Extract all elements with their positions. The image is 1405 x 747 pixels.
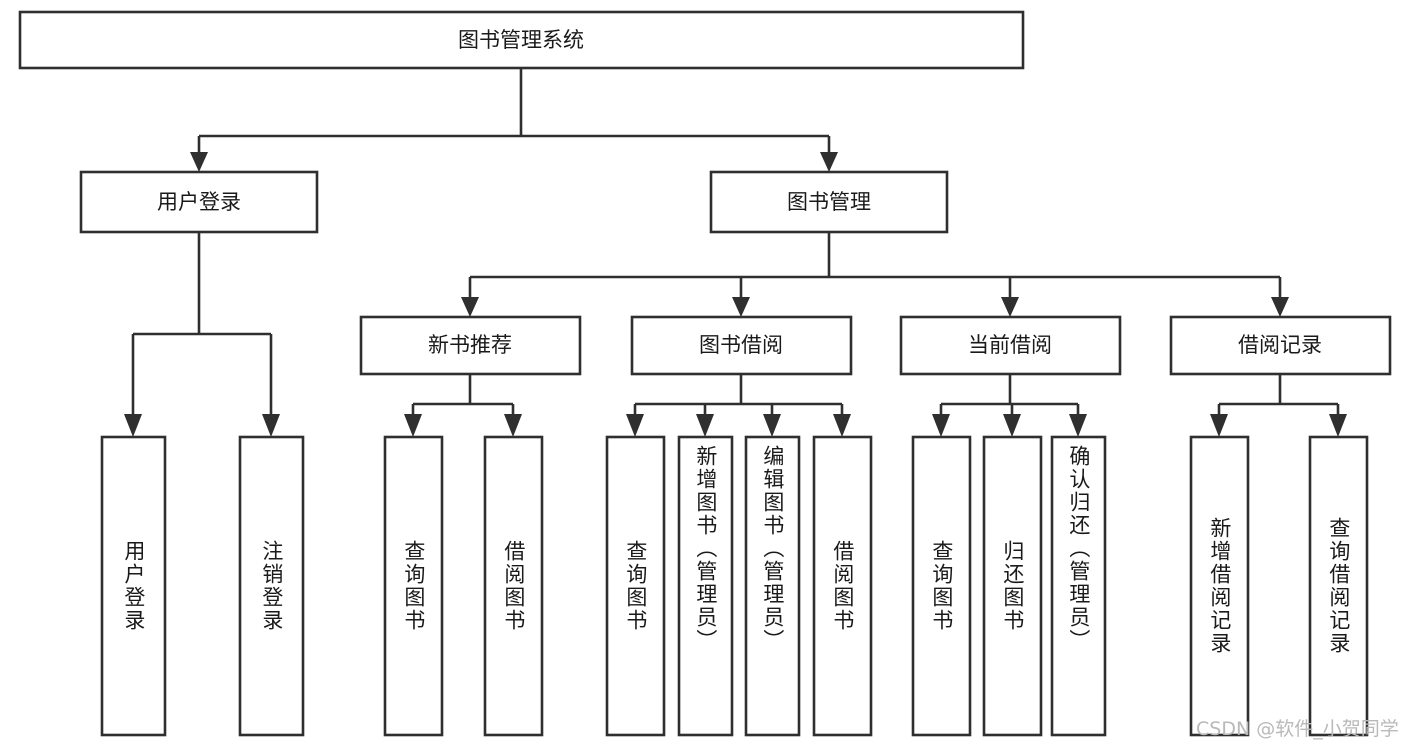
connector-borrowrecord-to-leaves bbox=[1210, 374, 1347, 437]
leaf-query-book-3-box[interactable] bbox=[911, 435, 972, 737]
leaf-query-book-2-box[interactable] bbox=[605, 435, 666, 737]
leaf-add-borrow-record-box[interactable] bbox=[1189, 435, 1250, 737]
leaf-add-book-admin-box[interactable] bbox=[677, 435, 734, 737]
node-borrow-record-label: 借阅记录 bbox=[1238, 333, 1322, 357]
node-current-borrow-box[interactable] bbox=[899, 315, 1122, 376]
node-user-login-label: 用户登录 bbox=[157, 190, 241, 214]
connector-userlogin-to-leaves bbox=[124, 232, 280, 437]
node-new-book-recommend-label: 新书推荐 bbox=[428, 333, 512, 357]
connector-bookborrow-to-leaves bbox=[626, 374, 851, 437]
leaf-confirm-return-admin-box[interactable] bbox=[1050, 435, 1107, 737]
connector-currentborrow-to-leaves bbox=[932, 374, 1087, 437]
root-node-label: 图书管理系统 bbox=[458, 28, 584, 52]
connector-root-to-level2 bbox=[190, 68, 838, 172]
leaf-query-book-1-box[interactable] bbox=[383, 435, 444, 737]
leaf-borrow-book-1-box[interactable] bbox=[483, 435, 544, 737]
leaf-borrow-book-2-box[interactable] bbox=[812, 435, 873, 737]
node-new-book-recommend-box[interactable] bbox=[359, 315, 582, 376]
leaf-return-book-box[interactable] bbox=[982, 435, 1043, 737]
leaf-user-login-box[interactable] bbox=[100, 435, 167, 737]
root-node-box[interactable] bbox=[18, 10, 1025, 70]
node-book-management-label: 图书管理 bbox=[787, 190, 871, 214]
leaf-edit-book-admin-box[interactable] bbox=[744, 435, 801, 737]
csdn-watermark: CSDN @软件_小贺同学 bbox=[1196, 718, 1399, 740]
connector-bookmgmt-to-level3 bbox=[461, 232, 1289, 317]
node-book-borrow-label: 图书借阅 bbox=[699, 333, 783, 357]
node-user-login-box[interactable] bbox=[79, 170, 319, 234]
connector-newbook-to-leaves bbox=[404, 374, 522, 437]
leaf-logout-box[interactable] bbox=[238, 435, 305, 737]
node-current-borrow-label: 当前借阅 bbox=[968, 333, 1052, 357]
leaf-query-borrow-record-box[interactable] bbox=[1308, 435, 1369, 737]
